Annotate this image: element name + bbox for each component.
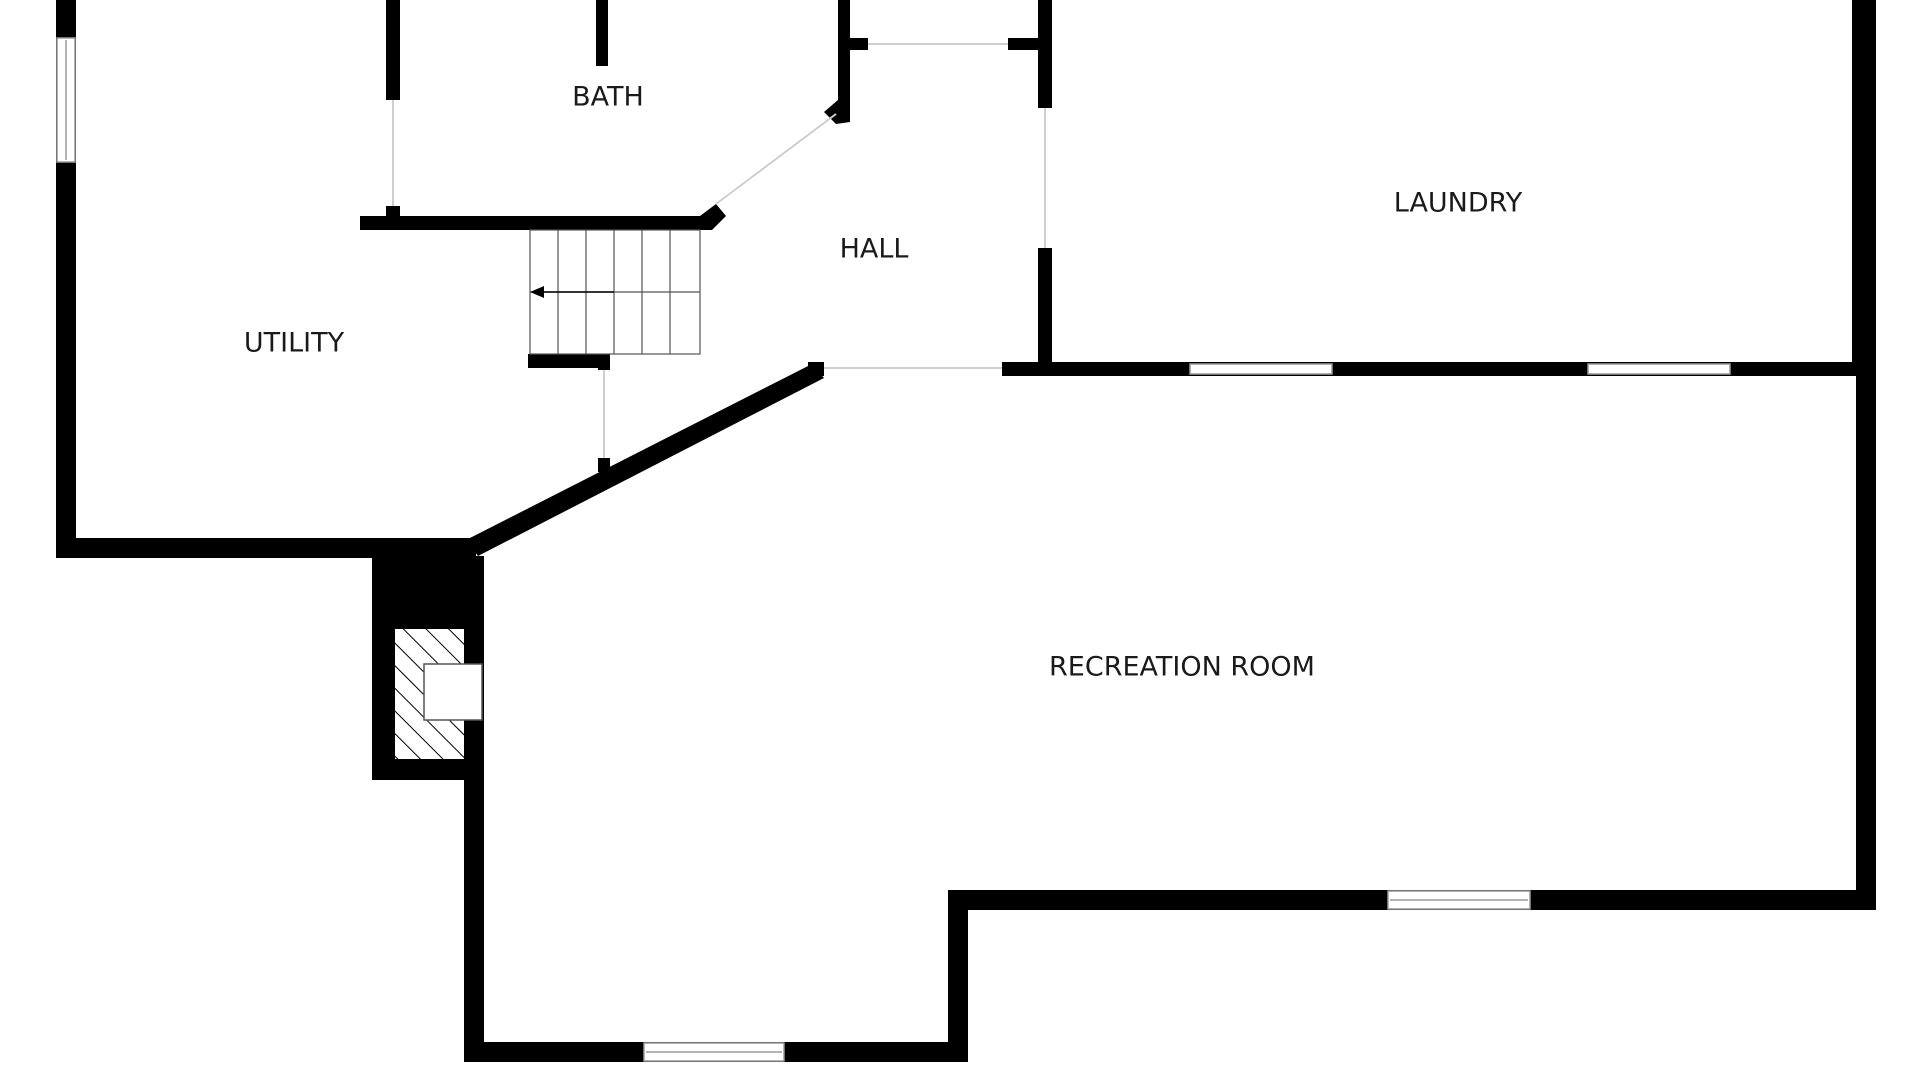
room-label-hall: HALL (840, 234, 909, 265)
wall-bath-divider (596, 0, 608, 66)
window-laundry-1 (1189, 363, 1333, 375)
wall-stair-bottom (528, 354, 610, 368)
room-label-bath: BATH (572, 82, 644, 113)
wall-laundry-right (1852, 0, 1860, 372)
wall-utility-post (598, 458, 610, 472)
wall-laundry-bottom (1002, 362, 1872, 376)
wall-closet-left (838, 0, 850, 106)
arrow-left-icon (530, 286, 614, 298)
window-laundry-2 (1587, 363, 1731, 375)
wall-right (1856, 0, 1876, 910)
wall-diagonal (466, 364, 824, 556)
room-label-recreation-room: RECREATION ROOM (1049, 652, 1315, 683)
chimney-bottom (372, 760, 484, 780)
wall-closet-stub-left (838, 38, 868, 50)
wall-stair-post (598, 354, 610, 370)
room-label-laundry: LAUNDRY (1394, 188, 1523, 219)
openings (392, 43, 1046, 458)
walls (56, 0, 1876, 1062)
room-label-utility: UTILITY (244, 328, 345, 359)
chimney-outer (372, 556, 394, 778)
wall-hall-right-top (1038, 0, 1052, 108)
windows (56, 37, 1731, 1062)
wall-bath-corner (700, 204, 726, 230)
fireplace-icon (393, 627, 483, 761)
wall-rec-notch-vertical (948, 890, 968, 1062)
wall-hall-opening-left (808, 362, 824, 376)
wall-bath-bottom (360, 216, 712, 230)
wall-utility-bottom (56, 538, 476, 558)
wall-closet-stub-right (1008, 38, 1048, 50)
wall-bath-left (386, 0, 400, 100)
wall-hall-right-bottom (1038, 248, 1052, 374)
